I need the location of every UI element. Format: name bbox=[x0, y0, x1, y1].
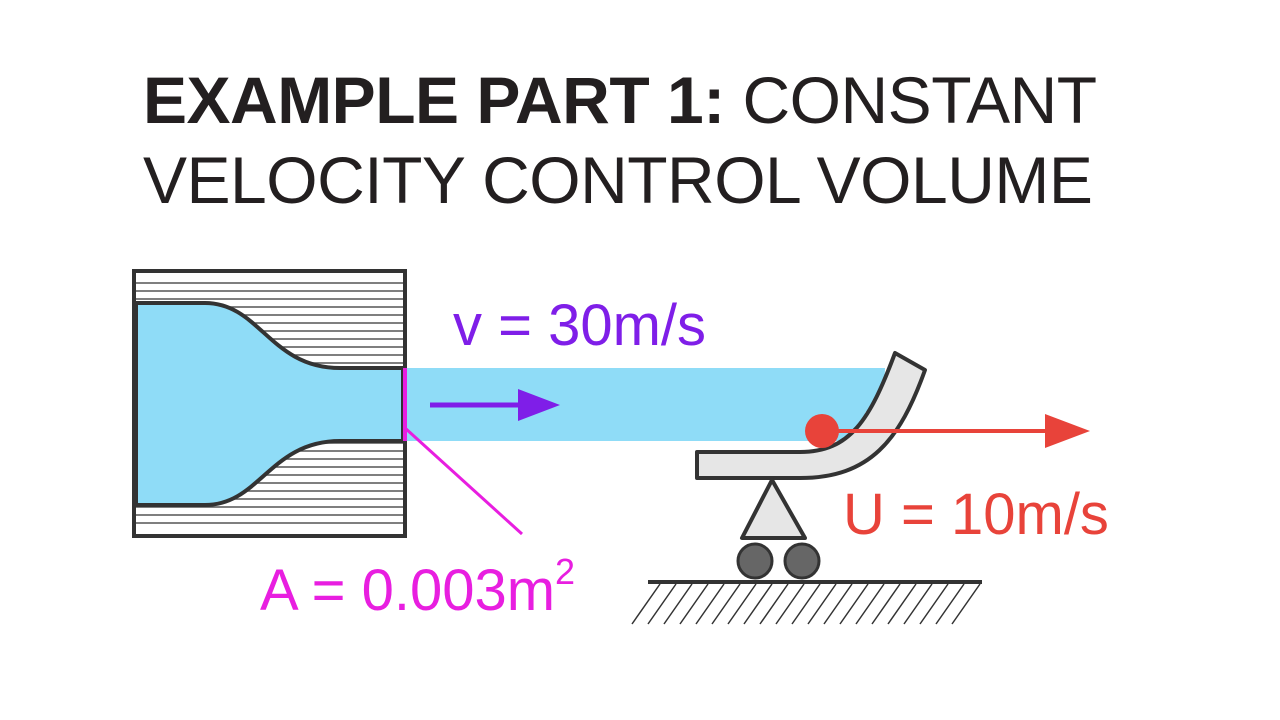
jet-velocity-label: v = 30m/s bbox=[453, 293, 706, 358]
title-line1-rest: CONSTANT bbox=[742, 63, 1098, 137]
vane-reference-point bbox=[805, 414, 839, 448]
title-bold-part: EXAMPLE PART 1: bbox=[143, 63, 725, 137]
area-leader-line bbox=[403, 426, 524, 536]
exit-area-label: A = 0.003m2 bbox=[260, 551, 575, 623]
area-value: A = 0.003m bbox=[260, 558, 555, 623]
nozzle-block bbox=[132, 269, 407, 538]
ground bbox=[631, 580, 982, 625]
cart-speed-label: U = 10m/s bbox=[843, 482, 1109, 547]
area-exponent: 2 bbox=[555, 551, 575, 592]
title-line-2: VELOCITY CONTROL VOLUME bbox=[143, 143, 1093, 217]
jet-velocity-arrow bbox=[430, 389, 560, 421]
diagram-title: EXAMPLE PART 1: CONSTANT VELOCITY CONTRO… bbox=[143, 60, 1097, 220]
curved-vane bbox=[695, 351, 927, 480]
title-line-1: EXAMPLE PART 1: CONSTANT bbox=[143, 60, 1097, 140]
cart-velocity-arrow bbox=[805, 414, 1090, 448]
cart-wheel-right bbox=[783, 542, 821, 580]
cart-wheel-left bbox=[736, 542, 774, 580]
cart-support bbox=[740, 478, 807, 540]
